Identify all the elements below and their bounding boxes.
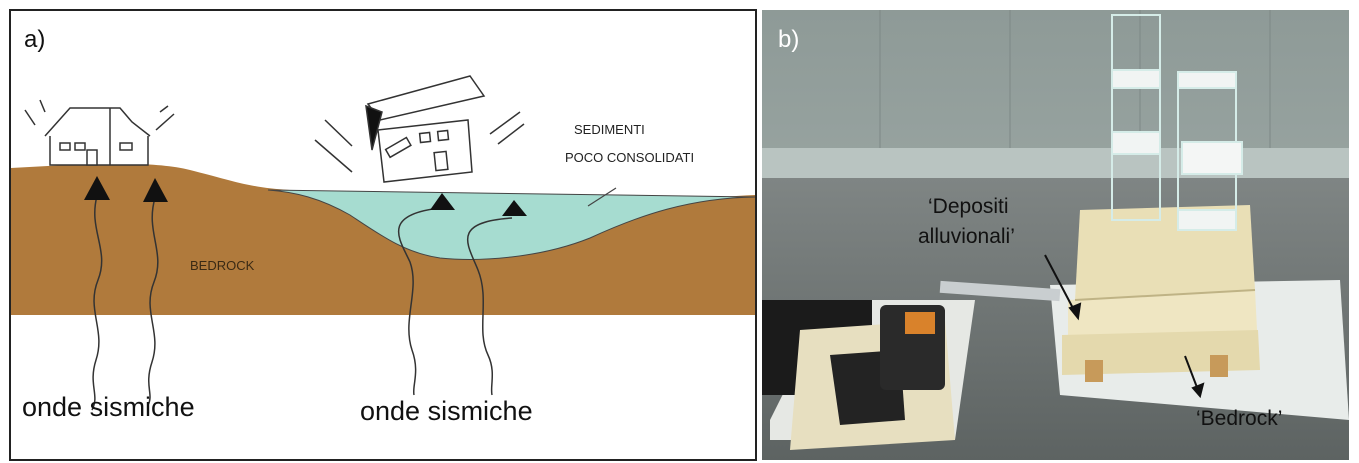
- wave-arrowhead: [502, 200, 527, 216]
- wall-shelf: [762, 148, 1349, 178]
- shake-lines-right: [314, 111, 525, 173]
- bedrock-layer: [11, 163, 290, 315]
- wall-seams: [879, 10, 1271, 148]
- seismic-wave-left-1: [84, 176, 110, 411]
- model-buildings: [1111, 14, 1243, 231]
- panel-b: b) ‘Depositi alluvionali’ ‘Bedrock’: [762, 10, 1349, 460]
- sediments-label-line1: SEDIMENTI: [574, 122, 645, 137]
- depositi-label-line2: alluvionali’: [918, 225, 1015, 248]
- shaker-device: [762, 280, 1061, 450]
- wave-arrowhead: [143, 178, 168, 202]
- sediment-pointer: [587, 187, 617, 207]
- wave-arrowhead: [84, 176, 110, 200]
- sediment-basin: [267, 189, 756, 260]
- annotation-arrows: [1044, 254, 1205, 399]
- waves-left-label: onde sismiche: [22, 392, 195, 422]
- panel-a-label: a): [24, 26, 45, 53]
- panel-b-label: b): [778, 26, 799, 53]
- shake-lines-left: [24, 99, 175, 131]
- seismic-wave-left-2: [143, 178, 168, 406]
- sediments-label-line2: POCO CONSOLIDATI: [565, 150, 694, 165]
- bedrock-label: BEDROCK: [190, 258, 255, 273]
- waves-right-label: onde sismiche: [360, 396, 533, 426]
- house-left: [44, 107, 151, 166]
- depositi-label-line1: ‘Depositi: [928, 195, 1009, 218]
- seismic-wave-right-1: [397, 193, 455, 396]
- panel-a: a) BEDROCK SEDIMENTI POCO CONSOLIDATI on…: [9, 9, 757, 461]
- soil-model: [1062, 205, 1260, 382]
- wave-arrowhead: [430, 193, 455, 210]
- bedrock-photo-label: ‘Bedrock’: [1196, 407, 1282, 430]
- seismic-wave-right-2: [466, 200, 527, 396]
- house-collapsing: [365, 75, 486, 183]
